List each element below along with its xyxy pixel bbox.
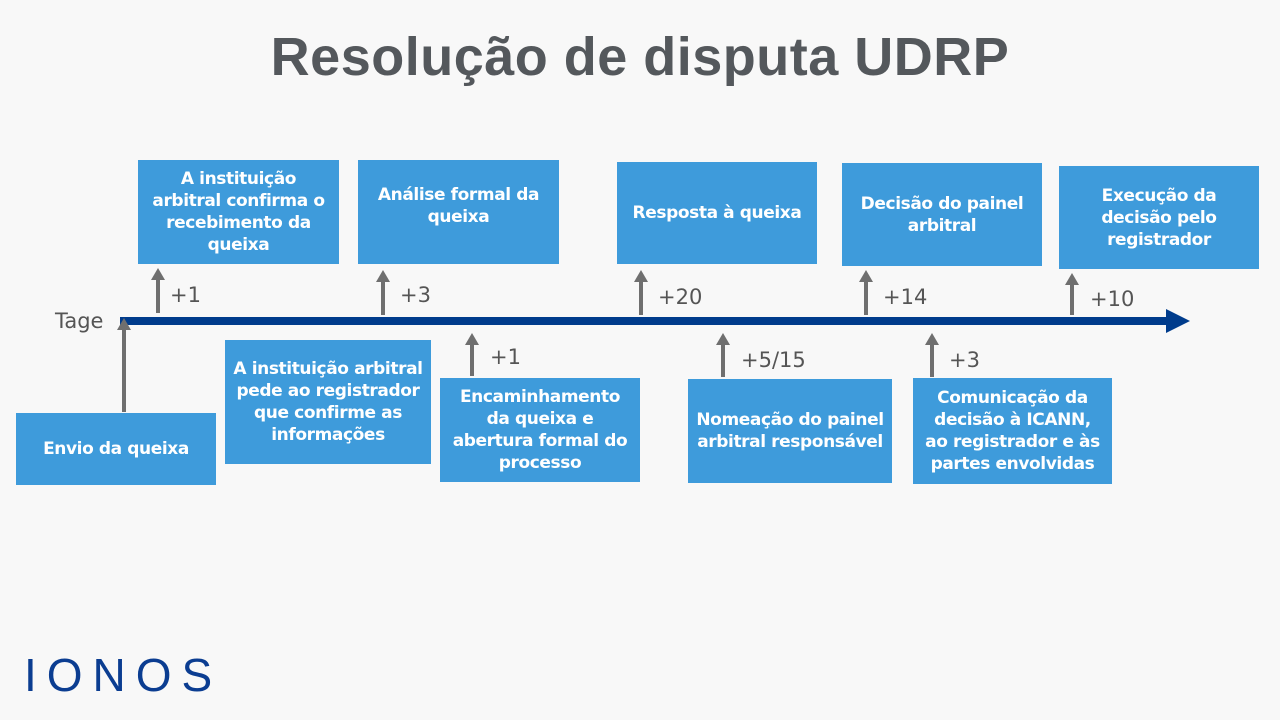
arrow-up-icon xyxy=(376,270,390,315)
arrow-up-icon xyxy=(151,268,165,313)
step-box-analise-formal: Análise formal da queixa xyxy=(358,160,559,264)
step-box-comunicacao: Comunicação da decisão à ICANN, ao regis… xyxy=(913,378,1112,484)
delta-label: +14 xyxy=(883,285,928,309)
arrow-up-icon xyxy=(634,270,648,315)
timeline-arrowhead-icon xyxy=(1166,309,1190,333)
delta-label: +10 xyxy=(1090,287,1135,311)
arrow-up-icon xyxy=(465,333,479,376)
delta-label: +3 xyxy=(949,348,980,372)
delta-label: +1 xyxy=(490,345,521,369)
step-box-confirma-recebimento: A instituição arbitral confirma o recebi… xyxy=(138,160,339,264)
step-box-nomeacao: Nomeação do painel arbitral responsável xyxy=(688,379,892,483)
axis-label: Tage xyxy=(55,309,104,333)
ionos-logo: IONOS xyxy=(24,649,223,701)
arrow-up-icon xyxy=(925,333,939,377)
arrow-up-icon xyxy=(1065,273,1079,315)
delta-label: +20 xyxy=(658,285,703,309)
delta-label: +1 xyxy=(170,283,201,307)
step-box-execucao: Execução da decisão pelo registrador xyxy=(1059,166,1259,269)
step-box-resposta: Resposta à queixa xyxy=(617,162,817,264)
delta-label: +5/15 xyxy=(741,348,806,372)
delta-label: +3 xyxy=(400,283,431,307)
arrow-up-icon xyxy=(117,318,131,412)
arrow-up-icon xyxy=(859,270,873,315)
timeline-axis xyxy=(120,317,1170,325)
step-box-pede-registrador: A instituição arbitral pede ao registrad… xyxy=(225,340,431,464)
step-box-encaminhamento: Encaminhamento da queixa e abertura form… xyxy=(440,378,640,482)
arrow-up-icon xyxy=(716,333,730,377)
diagram-title: Resolução de disputa UDRP xyxy=(270,27,1010,87)
step-box-envio: Envio da queixa xyxy=(16,413,216,485)
step-box-decisao: Decisão do painel arbitral xyxy=(842,163,1042,266)
